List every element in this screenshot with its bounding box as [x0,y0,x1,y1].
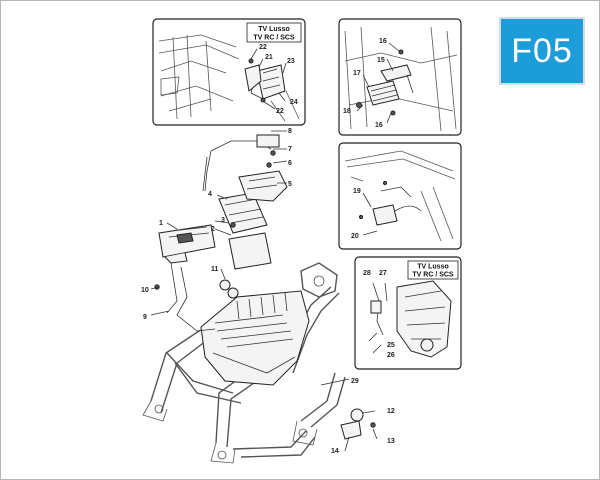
callout-16b: 16 [375,122,383,129]
callout-16: 16 [379,38,387,45]
nut-part-6 [266,162,272,168]
main-exploded-view: 8 7 6 5 4 3 2 1 11 10 9 29 12 13 14 [141,128,395,464]
callout-28: 28 [363,270,371,277]
airbox [200,290,310,386]
sensor-part-19 [372,186,422,226]
callout-4: 4 [208,191,212,198]
callout-14: 14 [331,448,339,455]
small-fasteners [154,150,376,440]
inset-top-right-leaders [356,42,404,124]
inset-right-middle: 19 20 [338,142,462,250]
inset-right-bottom-variant-tag: TV Lusso TV RC / SCS [407,260,459,280]
page-code-badge: F05 [499,17,585,85]
callout-7: 7 [288,146,292,153]
screw-part-3 [230,222,236,228]
screw-part-7 [270,150,276,156]
harness-part-27 [370,282,388,336]
callout-15: 15 [377,57,385,64]
callout-24: 24 [290,99,298,106]
callout-12: 12 [387,408,395,415]
callout-26: 26 [387,352,395,359]
variant-tag-line2: TV RC / SCS [412,272,454,279]
callout-8: 8 [288,128,292,135]
inset-right-middle-leaders [358,180,388,236]
callout-9: 9 [143,314,147,321]
sensor-part-14 [340,420,362,440]
screw-part-13 [370,422,376,428]
callout-18: 18 [343,108,351,115]
harness-part-8 [202,134,280,192]
variant-tag-line1: TV Lusso [417,264,449,271]
callout-20: 20 [351,233,359,240]
tray-part-4 [218,192,268,234]
frame-casting-detail [396,280,452,358]
callout-1: 1 [159,220,163,227]
inset-top-left: TV Lusso TV RC / SCS 22 21 23 24 22 [152,18,306,126]
callout-19: 19 [353,188,361,195]
ecu-part-1 [158,224,216,264]
cable-part-9 [166,262,216,332]
callout-2: 2 [211,226,215,233]
page-code-label: F05 [511,31,573,70]
bracket-part-21 [244,64,262,92]
inset-top-left-leaders [248,48,287,110]
callout-23: 23 [287,58,295,65]
variant-tag-line2: TV RC / SCS [253,35,295,42]
cover-part-5 [238,170,288,202]
callout-29: 29 [351,378,359,385]
inset-right-bottom-leaders [368,332,382,354]
bracket-part-2 [228,232,272,270]
inset-right-bottom: TV Lusso TV RC / SCS 28 27 25 26 [354,256,462,370]
callout-25: 25 [387,342,395,349]
inset-top-left-frame [152,18,306,126]
callout-27: 27 [379,270,387,277]
inset-top-left-frame-tubes [158,34,300,122]
callout-22: 22 [259,44,267,51]
main-leaders [150,130,378,452]
grommet-part-11a [219,279,231,291]
inset-right-middle-frame-tubes [344,150,456,242]
callout-13: 13 [387,438,395,445]
ecu-module-part-23 [249,64,286,100]
callout-21: 21 [265,54,273,61]
callout-3: 3 [221,217,225,224]
grommet-part-11b [227,287,239,299]
inset-top-left-variant-tag: TV Lusso TV RC / SCS [246,22,302,43]
inset-top-right: 16 15 17 18 16 [338,18,462,136]
callout-11: 11 [211,266,219,273]
variant-tag-line1: TV Lusso [258,26,290,33]
callout-10: 10 [141,287,149,294]
sensor-part-12 [350,408,364,422]
bracket-part-15 [380,64,414,94]
regulator-part-17 [366,80,400,106]
callout-6: 6 [288,160,292,167]
callout-5: 5 [288,181,292,188]
callout-17: 17 [353,70,361,77]
callout-22b: 22 [276,108,284,115]
